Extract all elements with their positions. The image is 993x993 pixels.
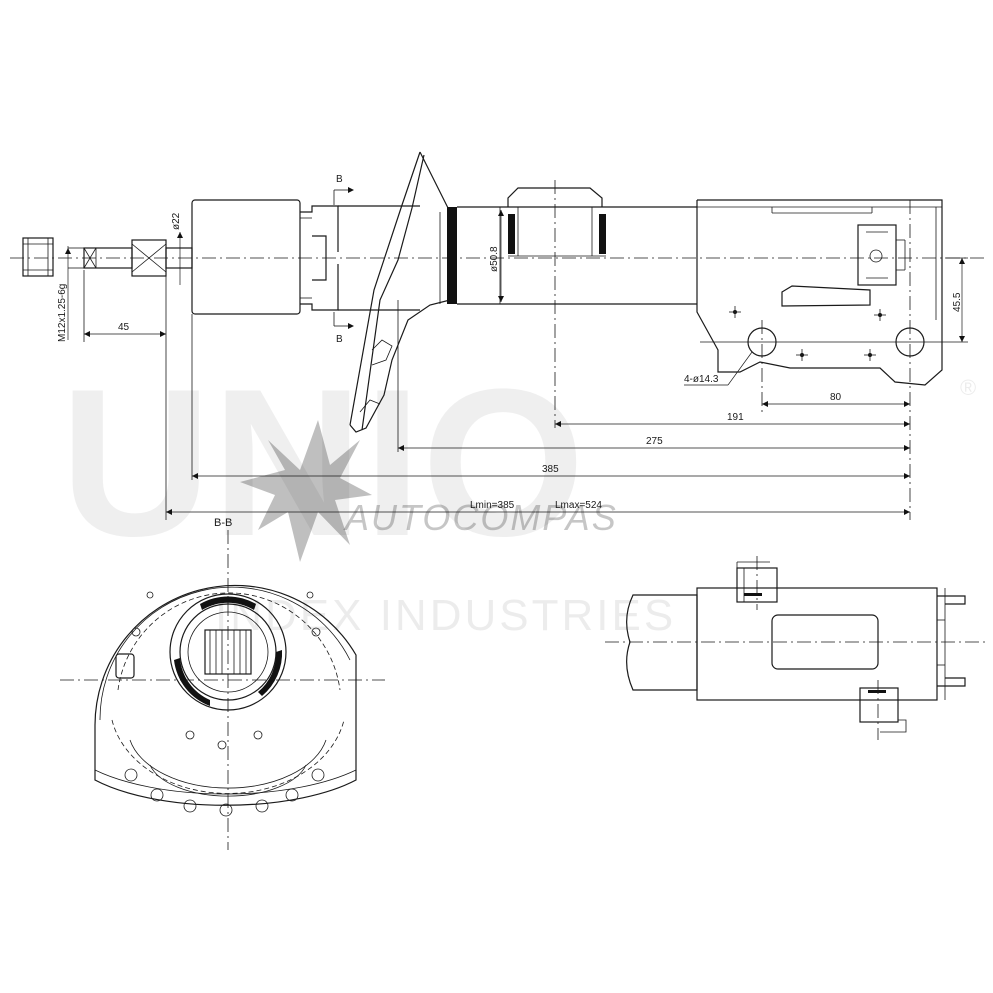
- hole-callout: 4-ø14.3: [684, 351, 753, 386]
- lmax-label: Lmax=524: [555, 500, 602, 511]
- thread-label: M12x1.25-6g: [57, 284, 68, 342]
- section-marker-b: B B: [333, 174, 354, 345]
- section-mark-top: B: [336, 174, 343, 185]
- holes-label: 4-ø14.3: [684, 374, 719, 385]
- section-title: B-B: [214, 517, 232, 529]
- dim-45-5-label: 45.5: [952, 292, 963, 312]
- watermark-line3: INDEX INDUSTRIES: [215, 591, 676, 640]
- spring-seat: [349, 151, 451, 433]
- compass-logo-icon: [240, 420, 372, 562]
- dimensions: ø22 ø50.8 M12x1.25-6g 45: [57, 210, 968, 520]
- top-mount: [191, 199, 420, 315]
- dim-45-label: 45: [118, 322, 130, 333]
- top-nut: [22, 237, 54, 277]
- watermark-registered: ®: [960, 375, 979, 400]
- section-b-b-view: B-B: [60, 517, 385, 850]
- dim-191-label: 191: [727, 412, 744, 423]
- dim-275-label: 275: [646, 436, 663, 447]
- watermark: UNIO ® AUTOCOMPAS INDEX INDUSTRIES: [60, 345, 979, 640]
- outer-tube: [457, 206, 697, 305]
- central-bearing: [169, 593, 287, 711]
- strut-side-view: B B: [10, 151, 985, 520]
- knuckle-bracket: [696, 199, 945, 520]
- bolt-holes: [124, 591, 325, 817]
- tube-bracket: [507, 180, 606, 428]
- dia-rod-label: ø22: [171, 212, 182, 230]
- lmin-label: Lmin=385: [470, 500, 515, 511]
- watermark-sub: AUTOCOMPAS: [343, 497, 618, 538]
- bracket-top-view: [605, 556, 985, 740]
- dia-body-label: ø50.8: [489, 246, 500, 272]
- threaded-stud: [83, 239, 193, 277]
- dim-80-label: 80: [830, 392, 842, 403]
- watermark-brand: UNIO: [60, 345, 585, 580]
- dim-385-label: 385: [542, 464, 559, 475]
- section-mark-bottom: B: [336, 334, 343, 345]
- bump-stop-band: [447, 207, 457, 304]
